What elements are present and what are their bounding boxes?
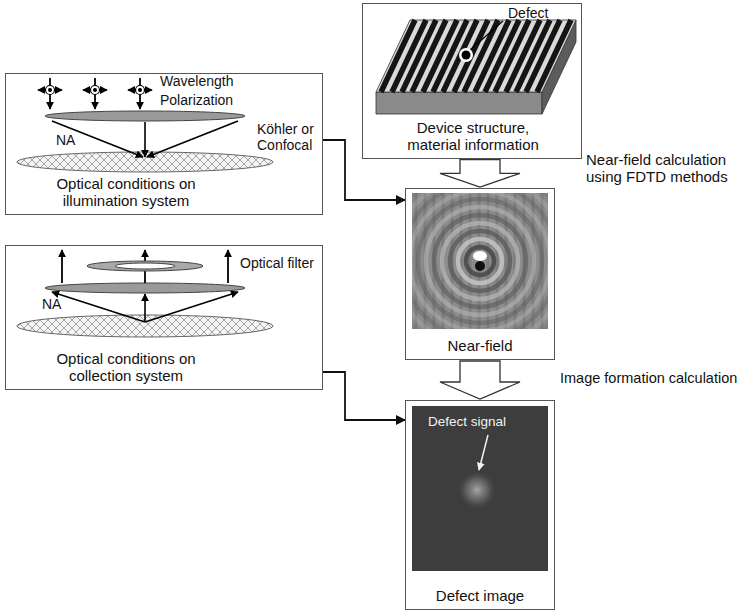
na-label: NA [42,297,72,313]
edge-label: Near-field calculation using FDTD method… [586,152,746,186]
wavelength-label: Wavelength [160,74,260,90]
defect-image-panel: Defect image [405,400,555,610]
optical-filter [87,261,203,271]
cone-ray [145,292,238,322]
field-ring [458,239,502,283]
na-label: NA [56,133,86,149]
polarization-symbols [46,86,145,95]
substrate-front [376,92,542,114]
substrate-top [376,20,576,92]
field-ring [418,199,542,323]
field-dark-spot [475,261,485,271]
polarization-dot [94,89,97,92]
field-ring [426,207,534,315]
cone-ray [144,122,146,157]
filter-label: Optical filter [240,256,320,272]
illumination-beams [50,78,140,109]
signal-label: Defect signal [428,414,528,429]
field-ground [412,193,548,329]
field-ring [412,193,548,329]
field-ring [412,193,548,329]
field-stripes [416,193,542,329]
illumination-mode-label: Köhler or Confocal [257,122,319,153]
illumination-cone [52,121,238,157]
calculation-arrow [440,160,520,187]
polarization-symbol [136,86,145,95]
polarization-dot [139,89,142,92]
cone-ray [147,121,238,157]
filter-label: Optical filter [240,256,320,272]
field-stripe [469,193,472,329]
leader-line [470,21,503,50]
field-hotspot [473,251,487,261]
near-field-panel: Near-field [405,188,555,360]
defect-label: Defect [508,6,578,22]
calculation-arrow [440,361,520,399]
near-field-image [412,193,548,329]
na-label: NA [42,297,72,313]
input-arrow [323,140,405,200]
field-ring [412,193,548,329]
edge-label: Image formation calculation [560,370,746,386]
defect-dot [462,51,471,60]
objective-lens [45,283,245,293]
panel-caption: Optical conditions on illumination syste… [26,176,226,214]
panel-caption: Defect image [406,588,554,609]
structure-panel: Device structure, material information [362,3,582,159]
edge-label: Image formation calculation [560,370,746,386]
beam-arrow [61,250,63,283]
objective-lens [45,111,245,121]
defect-image-ground [412,406,548,571]
polarization-dot [49,89,52,92]
illumination-mode-label: Köhler or Confocal [257,122,319,153]
signal-pointer [479,435,488,470]
input-arrow [323,372,405,420]
cone-ray [144,294,146,321]
field-ring [466,247,494,275]
polarization-arrow [128,89,152,90]
field-ring [434,215,526,307]
field-rings [412,193,548,329]
na-label: NA [56,133,86,149]
polarization-arrow [38,89,62,90]
filter-aperture [115,263,175,269]
polarization-symbol [91,86,100,95]
defect-halo [459,48,473,62]
beam-arrow [227,250,229,283]
wavelength-label: Wavelength [160,74,260,90]
cone-ray [52,292,145,322]
panel-caption: Device structure, material information [398,120,548,158]
grating-line [537,20,571,92]
grating [381,20,571,92]
field-ring [412,193,548,329]
edge-label: Near-field calculation using FDTD method… [586,152,746,186]
field-ring [442,223,518,299]
polarization-arrow [83,89,107,90]
defect-signal-spot [457,470,497,510]
polarization-symbol [46,86,55,95]
panel-caption: Optical conditions on collection system [26,351,226,389]
collected-beams [62,250,228,283]
polarization-label: Polarization [160,93,260,109]
collection-cone [52,292,238,322]
cone-ray [52,121,143,157]
signal-label: Defect signal [428,414,528,429]
polarization-label: Polarization [160,93,260,109]
panel-caption: Near-field [406,338,554,359]
field-ring [450,231,510,291]
defect-label: Defect [508,6,578,22]
